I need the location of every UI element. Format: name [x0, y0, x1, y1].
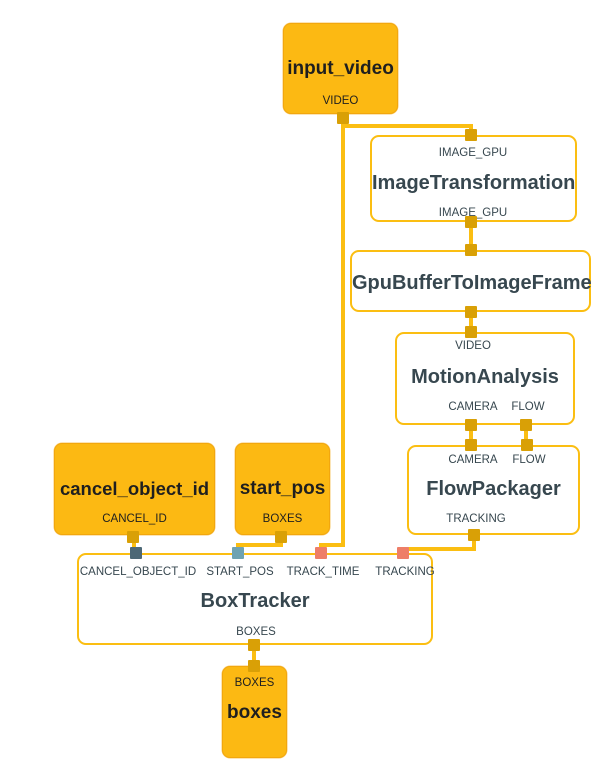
input-port-label-image-gpu: IMAGE_GPU — [438, 147, 508, 159]
port-cancel-object-id-out — [127, 531, 139, 543]
port-box-tracker-in-tracking — [397, 547, 409, 559]
output-port-label-boxes: BOXES — [262, 513, 303, 525]
node-input-video[interactable]: input_video VIDEO — [283, 23, 398, 114]
node-title: cancel_object_id — [59, 478, 210, 499]
port-gpu-buffer-out — [465, 306, 477, 318]
port-box-tracker-in-start-pos — [232, 547, 244, 559]
port-start-pos-out — [275, 531, 287, 543]
node-image-transformation[interactable]: IMAGE_GPU ImageTransformation IMAGE_GPU — [370, 135, 577, 222]
port-flow-packager-out-tracking — [468, 529, 480, 541]
port-box-tracker-in-track-time — [315, 547, 327, 559]
input-port-label-tracking: TRACKING — [375, 566, 435, 578]
node-title: ImageTransformation — [372, 172, 576, 194]
node-title: input_video — [287, 58, 394, 79]
port-box-tracker-in-cancel-object-id — [130, 547, 142, 559]
input-port-label-track-time: TRACK_TIME — [286, 566, 360, 578]
output-port-label-image-gpu: IMAGE_GPU — [438, 207, 508, 219]
node-title: start_pos — [239, 478, 326, 499]
node-title: boxes — [227, 702, 282, 723]
node-box-tracker[interactable]: CANCEL_OBJECT_ID START_POS TRACK_TIME TR… — [77, 553, 435, 645]
output-port-label-boxes: BOXES — [236, 626, 276, 638]
node-motion-analysis[interactable]: VIDEO MotionAnalysis CAMERA FLOW — [395, 332, 575, 425]
input-port-label-video: VIDEO — [455, 340, 491, 352]
edge-flow-packager-tracking-to-box-tracker — [401, 533, 476, 555]
input-port-label-start-pos: START_POS — [206, 566, 274, 578]
edge-input-video-to-image-transformation — [341, 118, 473, 133]
node-title: GpuBufferToImageFrame — [352, 272, 592, 294]
port-gpu-buffer-in — [465, 244, 477, 256]
output-port-label-flow: FLOW — [511, 401, 545, 413]
input-port-label-flow: FLOW — [512, 454, 546, 466]
node-cancel-object-id[interactable]: cancel_object_id CANCEL_ID — [54, 443, 215, 535]
port-box-tracker-out-boxes — [248, 639, 260, 651]
output-port-label-cancel-id: CANCEL_ID — [102, 513, 167, 525]
node-start-pos[interactable]: start_pos BOXES — [235, 443, 330, 535]
port-motion-analysis-out-flow — [520, 419, 532, 431]
output-port-label-tracking: TRACKING — [446, 513, 506, 525]
port-image-transformation-out — [465, 216, 477, 228]
port-input-video-out — [337, 112, 349, 124]
port-boxes-in — [248, 660, 260, 672]
input-port-label-boxes: BOXES — [234, 677, 275, 689]
node-title: BoxTracker — [200, 590, 310, 612]
node-gpu-buffer-to-image-frame[interactable]: GpuBufferToImageFrame — [350, 250, 592, 312]
node-flow-packager[interactable]: CAMERA FLOW FlowPackager TRACKING — [407, 445, 580, 535]
node-title: FlowPackager — [426, 478, 561, 500]
port-motion-analysis-out-camera — [465, 419, 477, 431]
port-image-transformation-in — [465, 129, 477, 141]
output-port-label-video: VIDEO — [322, 95, 359, 107]
output-port-label-camera: CAMERA — [448, 401, 498, 413]
port-motion-analysis-in-video — [465, 326, 477, 338]
port-flow-packager-in-flow — [521, 439, 533, 451]
input-port-label-camera: CAMERA — [448, 454, 498, 466]
node-title: MotionAnalysis — [411, 366, 559, 388]
port-flow-packager-in-camera — [465, 439, 477, 451]
input-port-label-cancel-object-id: CANCEL_OBJECT_ID — [79, 566, 197, 578]
node-boxes[interactable]: BOXES boxes — [222, 666, 287, 758]
